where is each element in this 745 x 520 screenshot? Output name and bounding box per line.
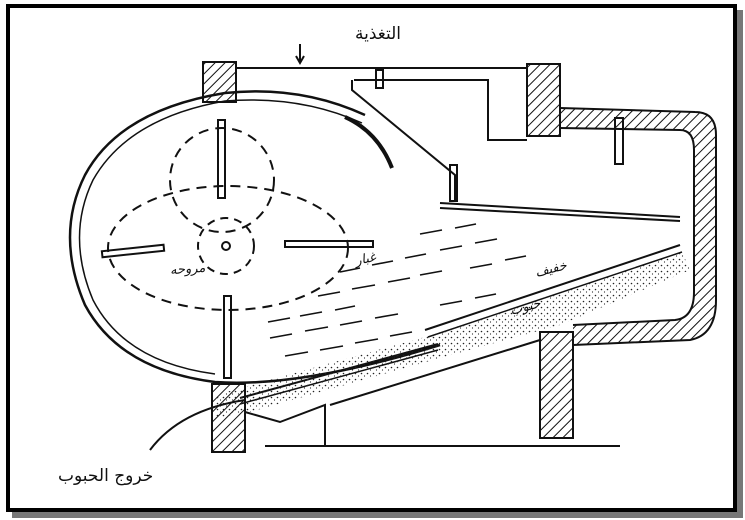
exit-curve: [149, 399, 246, 451]
base-line: [329, 339, 541, 406]
bottom-right-pillar: [539, 331, 574, 439]
outlet-trough: [244, 403, 326, 445]
figure-frame: [6, 4, 737, 512]
rotor-handwritten-label: مروحه: [169, 260, 206, 279]
inner-shelf-edge: [439, 207, 681, 222]
rotor-hub: [221, 241, 231, 251]
grain-bed: [215, 252, 690, 418]
right-duct-hatch: [560, 108, 716, 345]
rotor-housing-inner: [78, 99, 363, 375]
feed-label: التغذية: [355, 24, 402, 44]
rotor-hub-path: [197, 217, 255, 275]
blade-left: [100, 243, 166, 259]
upper-channel-wall: [354, 79, 527, 141]
rotor-housing: [68, 90, 441, 384]
feed-arrow-head: [295, 55, 305, 66]
top-right-pillar: [526, 63, 561, 137]
duct-flap: [614, 117, 624, 165]
air-flow: [267, 223, 527, 357]
inner-shelf: [439, 202, 681, 218]
blade-right: [284, 240, 374, 248]
housing-lip: [344, 115, 394, 169]
inner-flap: [449, 164, 458, 202]
rotor-path-top: [169, 127, 275, 233]
grain-exit-label: خروج الحبوب: [58, 466, 154, 486]
blade-bottom: [223, 295, 232, 379]
blade-top: [217, 119, 226, 199]
upper-screen: [424, 244, 681, 331]
feed-chute: [351, 80, 456, 200]
